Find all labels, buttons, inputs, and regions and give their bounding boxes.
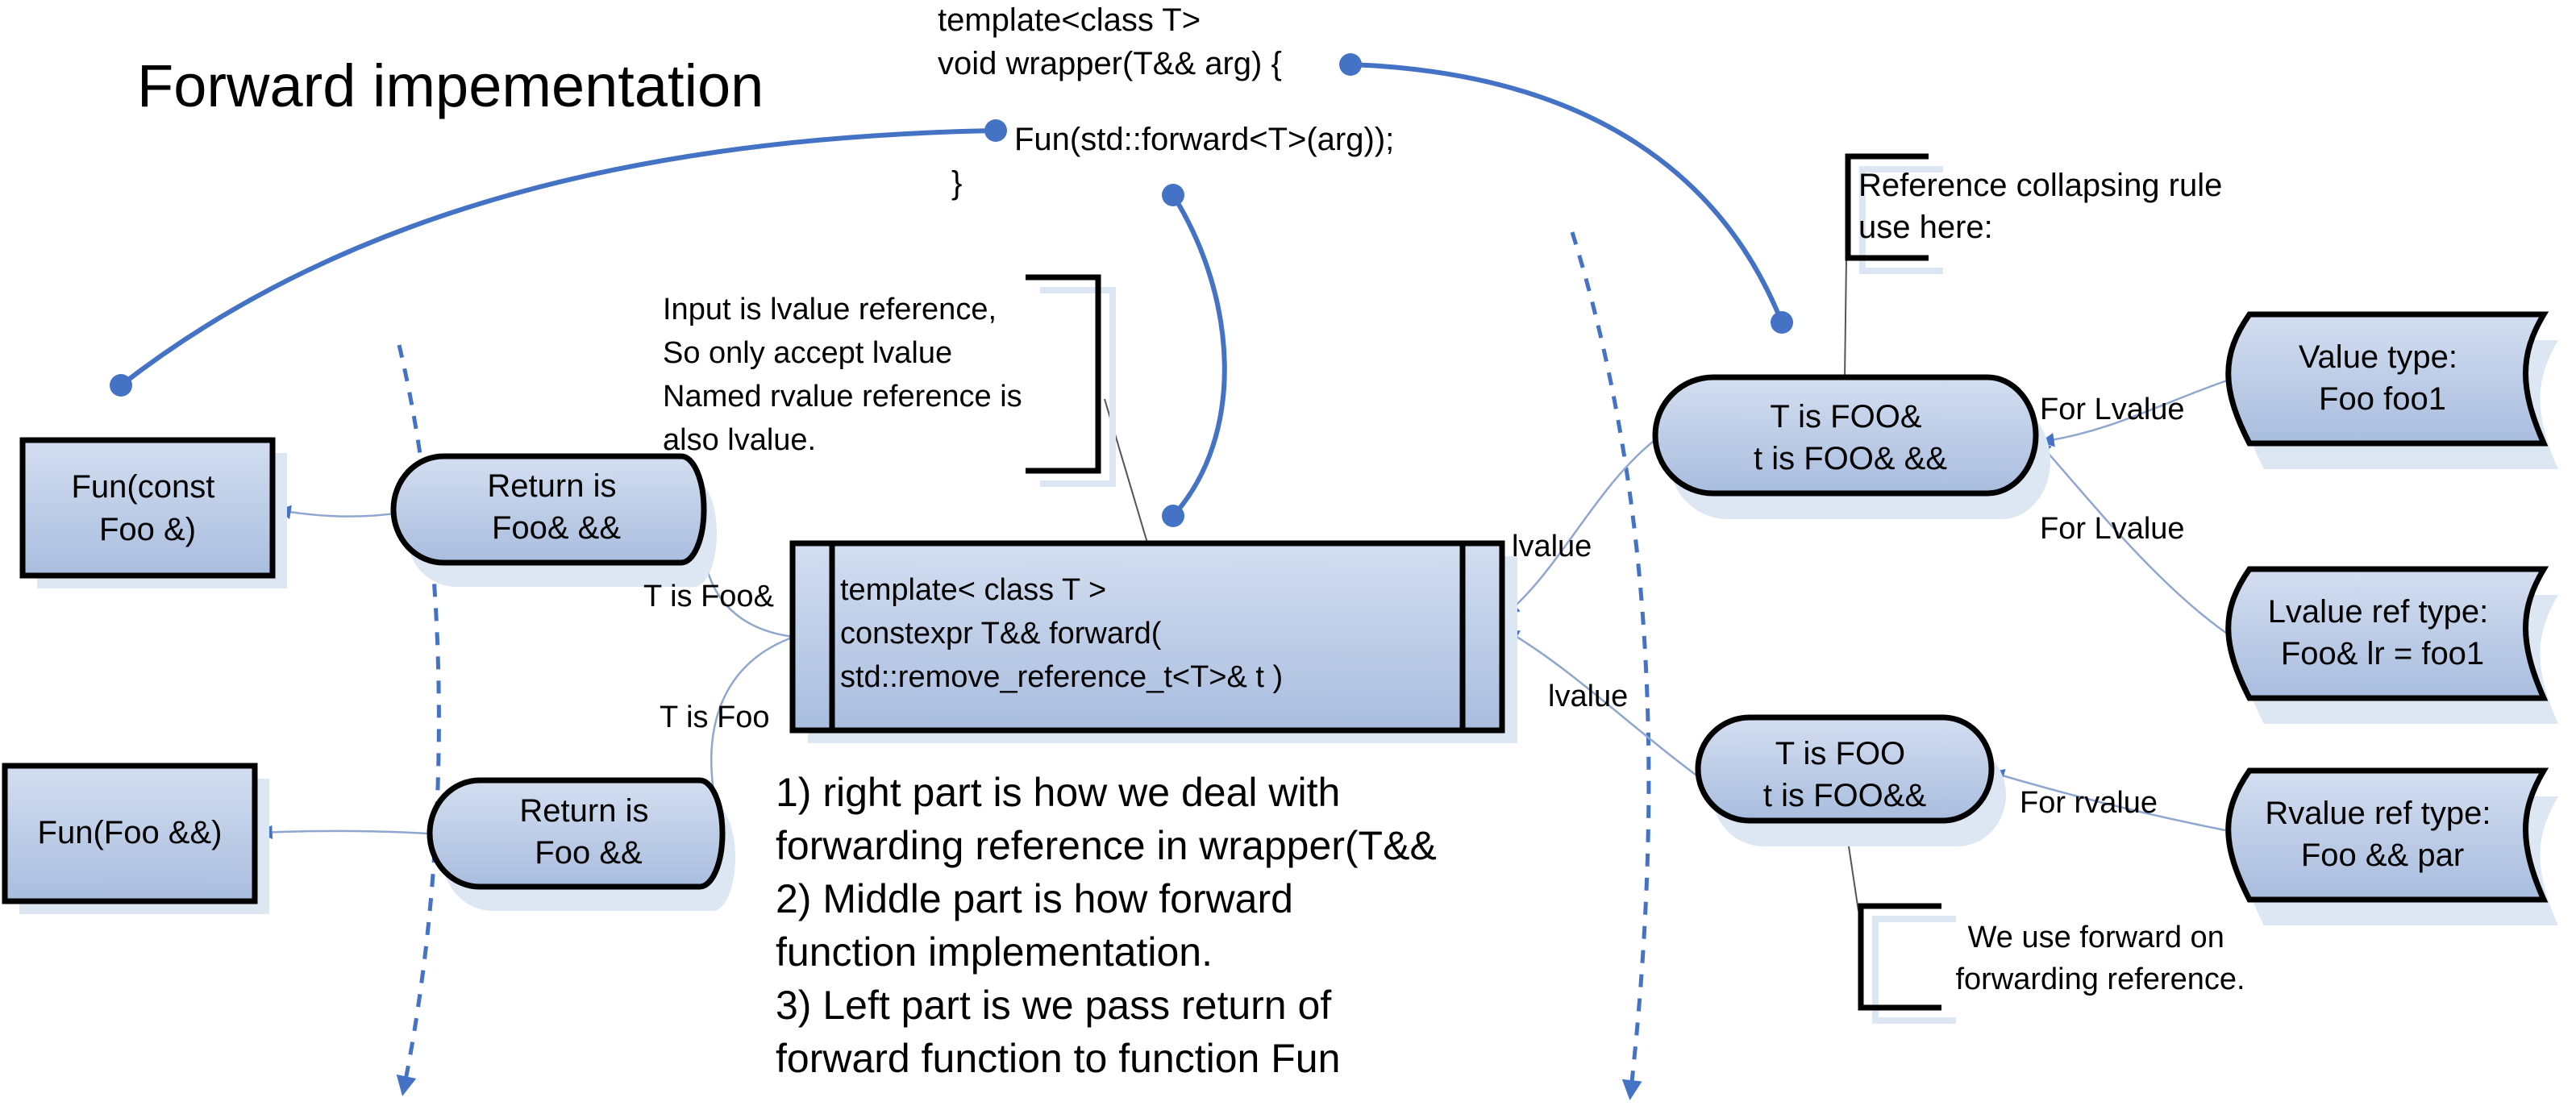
node-t-is-foo-line1: T is FOO	[1775, 736, 1905, 771]
note-forward-line1: We use forward on	[1968, 921, 2224, 954]
connector-code-to-forward	[1171, 193, 1227, 518]
box-forward-decl: template< class T > constexpr T&& forwar…	[789, 540, 1517, 743]
note-input-line4: also lvalue.	[663, 423, 816, 457]
code-line-4: }	[951, 165, 962, 201]
connectors	[119, 62, 1784, 518]
node-return-lref-line2: Foo& &&	[492, 510, 621, 546]
box-lvalue-ref-line1: Lvalue ref type:	[2268, 594, 2489, 630]
separators	[396, 231, 1651, 1100]
svg-text:template< class T > cons: template< class T > constexpr T&& forwar…	[840, 573, 1283, 694]
node-t-is-foo-line2: t is FOO&&	[1763, 778, 1927, 813]
box-fun-rvalue: Fun(Foo &&)	[2, 763, 269, 914]
label-t-is-foo: T is Foo	[660, 701, 770, 734]
node-return-rref-line1: Return is	[519, 793, 648, 829]
edge-rref-to-node-foo	[1990, 769, 2226, 832]
explanation-line6: forward function to function Fun	[776, 1036, 1340, 1081]
box-fun-const: Fun(const Foo &)	[19, 437, 287, 588]
node-return-lref: Return is Foo& &&	[390, 453, 717, 587]
box-lvalue-ref-line2: Foo& lr = foo1	[2281, 636, 2484, 671]
box-value-type: Value type: Foo foo1	[2225, 311, 2558, 469]
svg-text:T is FOO& t is FOO& &&: T is FOO& t is FOO& &&	[1754, 399, 1947, 476]
forward-decl-line3: std::remove_reference_t<T>& t )	[840, 660, 1283, 694]
edge-return-rref-to-fun-rvalue	[258, 825, 428, 840]
box-rvalue-ref-line2: Foo && par	[2301, 838, 2464, 873]
node-t-is-foo-ref-line2: t is FOO& &&	[1754, 441, 1947, 476]
svg-text:Lvalue ref type: Foo& lr: Lvalue ref type: Foo& lr = foo1	[2268, 594, 2498, 671]
edge-labels: T is Foo& T is Foo lvalue lvalue For Lva…	[643, 393, 2185, 820]
svg-text:Return is Foo& &&: Return is Foo& &&	[487, 468, 625, 546]
box-fun-rvalue-label: Fun(Foo &&)	[38, 815, 223, 850]
code-line-3: Fun(std::forward<T>(arg));	[1014, 122, 1394, 157]
code-snippet: template<class T> void wrapper(T&& arg) …	[938, 2, 1394, 201]
box-rvalue-ref-type: Rvalue ref type: Foo && par	[2225, 767, 2558, 925]
connector-fun-call-to-left	[119, 128, 997, 388]
edge-node-foo-to-forward	[1504, 629, 1706, 784]
node-return-lref-line1: Return is	[487, 468, 616, 504]
note-reference-collapsing: Reference collapsing rule use here:	[1845, 153, 2232, 274]
note-input-lvalue: Input is lvalue reference, So only accep…	[663, 274, 1116, 487]
label-for-lvalue-1: For Lvalue	[2040, 393, 2185, 426]
node-t-is-foo-ref: T is FOO& t is FOO& &&	[1652, 374, 2050, 519]
box-rvalue-ref-line1: Rvalue ref type:	[2265, 796, 2491, 831]
forward-decl-line2: constexpr T&& forward(	[840, 617, 1162, 651]
connector-dots	[110, 53, 1793, 527]
separator-left	[396, 344, 441, 1096]
svg-text:Fun(const Foo &): Fun(const Foo &)	[72, 469, 224, 547]
edge-value-to-node-ref	[2040, 377, 2233, 447]
explanation-line1: 1) right part is how we deal with	[776, 770, 1340, 815]
svg-text:Input is lvalue reference,: Input is lvalue reference, So only accep…	[663, 293, 1030, 457]
page-title: Forward impementation	[137, 52, 764, 119]
edge-forward-to-return-lref	[696, 506, 795, 638]
explanation-line2: forwarding reference in wrapper(T&&	[776, 823, 1437, 868]
svg-text:We use forward on forwar: We use forward on forwarding reference.	[1955, 921, 2245, 996]
explanation-line4: function implementation.	[776, 929, 1213, 975]
svg-text:Rvalue ref type: Foo &&: Rvalue ref type: Foo && par	[2265, 796, 2499, 873]
node-t-is-foo-ref-line1: T is FOO&	[1770, 399, 1921, 434]
edge-return-lref-to-fun-const	[277, 505, 408, 520]
label-for-rvalue: For rvalue	[2020, 786, 2158, 820]
svg-text:Reference collapsing rule: Reference collapsing rule use here:	[1858, 168, 2232, 245]
label-t-is-foo-ref: T is Foo&	[643, 580, 774, 613]
edge-lref-to-node-ref	[2037, 440, 2233, 638]
box-lvalue-ref-type: Lvalue ref type: Foo& lr = foo1	[2225, 566, 2558, 724]
svg-text:T is FOO t is FOO&&: T is FOO t is FOO&&	[1763, 736, 1927, 813]
edge-node-ref-to-forward	[1504, 434, 1662, 616]
edges	[258, 377, 2233, 840]
explanation-line3: 2) Middle part is how forward	[776, 876, 1293, 921]
box-fun-const-line2: Foo &)	[99, 512, 196, 547]
forward-decl-line1: template< class T >	[840, 573, 1106, 607]
note-input-line1: Input is lvalue reference,	[663, 293, 997, 326]
note-input-line3: Named rvalue reference is	[663, 380, 1022, 414]
label-lvalue-lower: lvalue	[1548, 680, 1628, 713]
node-t-is-foo: T is FOO t is FOO&&	[1695, 714, 2006, 846]
note-collapsing-line2: use here:	[1858, 210, 1993, 245]
note-forward-on: We use forward on forwarding reference.	[1858, 903, 2245, 1024]
note-forward-line2: forwarding reference.	[1955, 962, 2245, 996]
label-lvalue-upper: lvalue	[1512, 530, 1592, 563]
separator-right	[1570, 231, 1651, 1100]
note-input-line2: So only accept lvalue	[663, 336, 952, 370]
node-return-rref-line2: Foo &&	[535, 835, 643, 871]
code-line-1: template<class T>	[938, 2, 1201, 38]
label-for-lvalue-2: For Lvalue	[2040, 512, 2185, 546]
code-line-2: void wrapper(T&& arg) {	[938, 46, 1282, 81]
explanation-line5: 3) Left part is we pass return of	[776, 983, 1331, 1028]
note-collapsing-line1: Reference collapsing rule	[1858, 168, 2222, 203]
box-value-type-line2: Foo foo1	[2319, 381, 2446, 417]
explanation: 1) right part is how we deal with forwar…	[776, 770, 1448, 1081]
svg-text:Return is Foo &&: Return is Foo &&	[519, 793, 657, 871]
node-return-rref: Return is Foo &&	[427, 777, 735, 911]
box-value-type-line1: Value type:	[2299, 339, 2457, 375]
box-fun-const-line1: Fun(const	[72, 469, 215, 505]
svg-text:Value type: Foo foo1: Value type: Foo foo1	[2299, 339, 2466, 417]
connector-wrapper-to-node	[1350, 62, 1784, 324]
